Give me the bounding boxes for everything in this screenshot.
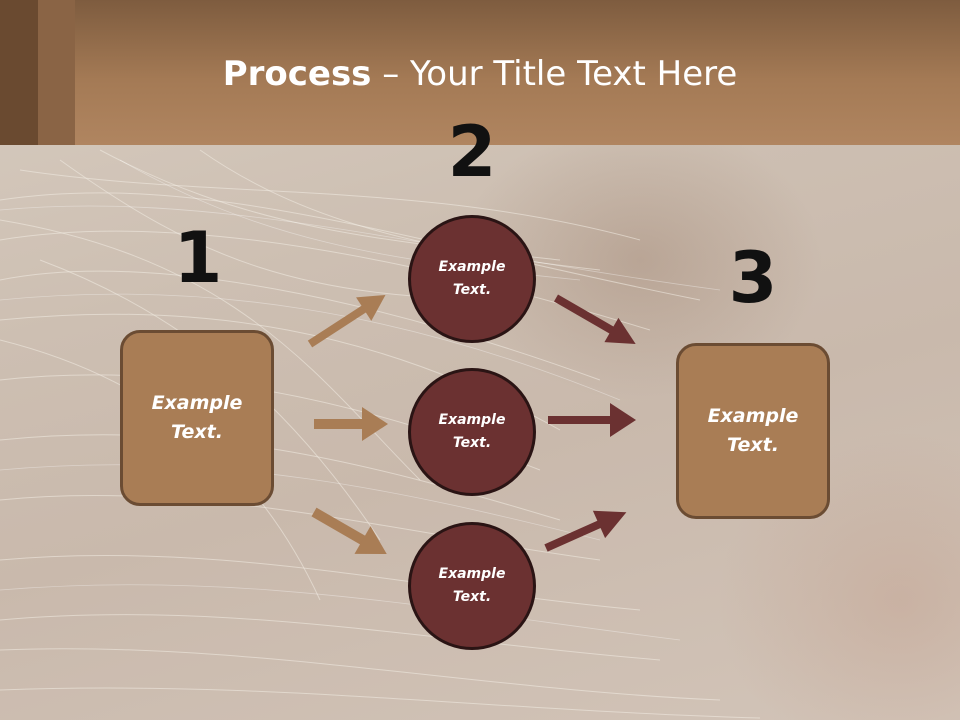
header-accent-stripe-dark <box>0 0 38 145</box>
left-box: Example Text. <box>120 330 274 506</box>
circle-top: Example Text. <box>408 215 536 343</box>
left-box-text: Example Text. <box>151 392 243 443</box>
slide-title: Process – Your Title Text Here <box>0 52 960 96</box>
right-box-text: Example Text. <box>707 405 799 456</box>
slide-title-bold: Process <box>222 54 372 94</box>
arrow-to-bottom-circle <box>311 507 387 554</box>
circle-middle: Example Text. <box>408 368 536 496</box>
right-box: Example Text. <box>676 343 830 519</box>
circle-top-text: Example Text. <box>438 259 506 298</box>
arrow-to-top-circle <box>307 294 386 348</box>
arrow-from-middle-circle <box>548 403 636 437</box>
circle-middle-text: Example Text. <box>438 412 506 451</box>
arrow-to-middle-circle <box>314 407 388 441</box>
arrow-from-top-circle <box>554 294 636 344</box>
step-number-1: 1 <box>173 217 223 299</box>
arrow-from-bottom-circle <box>544 510 627 552</box>
step-number-3: 3 <box>728 237 778 319</box>
header-band <box>0 0 960 145</box>
circle-bottom: Example Text. <box>408 522 536 650</box>
step-number-2: 2 <box>447 111 497 193</box>
slide-title-rest: – Your Title Text Here <box>371 54 738 94</box>
header-accent-stripe-mid <box>38 0 75 145</box>
circle-bottom-text: Example Text. <box>438 566 506 605</box>
